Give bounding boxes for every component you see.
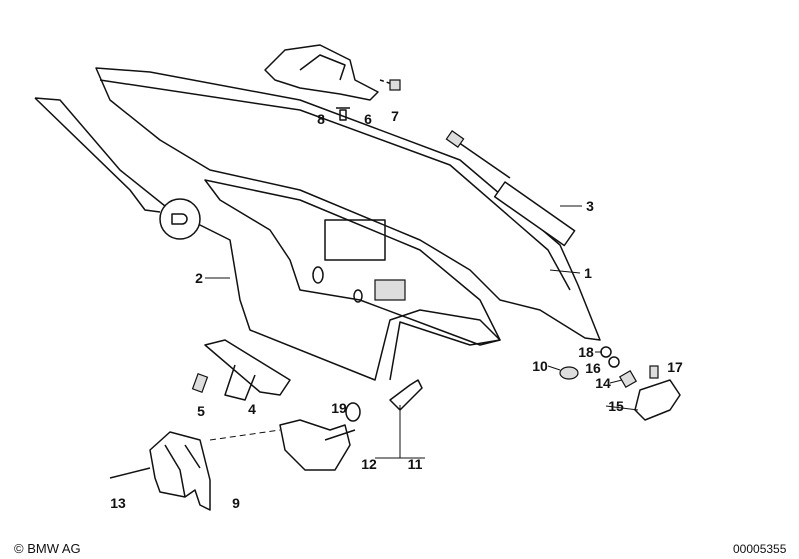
callout-8: 8 xyxy=(317,111,325,127)
copyright: © BMW AG xyxy=(14,541,81,556)
seal xyxy=(34,97,501,381)
callout-10: 10 xyxy=(532,358,548,374)
callout-5: 5 xyxy=(197,403,205,419)
latch xyxy=(109,429,281,511)
trunk-lid xyxy=(95,67,601,346)
lock-cylinder xyxy=(279,379,425,471)
callout-7: 7 xyxy=(391,108,399,124)
callout-19: 19 xyxy=(331,400,347,416)
leader-lines xyxy=(205,205,639,413)
callout-15: 15 xyxy=(608,398,624,414)
seal-clip-detail xyxy=(159,198,201,240)
callout-3: 3 xyxy=(586,198,594,214)
callout-1: 1 xyxy=(584,265,592,281)
hinge-bracket xyxy=(264,44,401,121)
image-number: 00005355 xyxy=(733,542,787,556)
gas-strut xyxy=(445,130,576,247)
callout-11: 11 xyxy=(407,456,423,472)
callout-4: 4 xyxy=(248,401,256,417)
small-parts xyxy=(559,346,681,421)
callout-13: 13 xyxy=(110,495,126,511)
callout-12: 12 xyxy=(361,456,377,472)
callout-17: 17 xyxy=(667,359,683,375)
callout-2: 2 xyxy=(195,270,203,286)
callout-14: 14 xyxy=(595,375,611,391)
callout-16: 16 xyxy=(585,360,601,376)
callout-18: 18 xyxy=(578,344,594,360)
lock-plate xyxy=(191,339,291,401)
callout-6: 6 xyxy=(364,111,372,127)
callout-9: 9 xyxy=(232,495,240,511)
